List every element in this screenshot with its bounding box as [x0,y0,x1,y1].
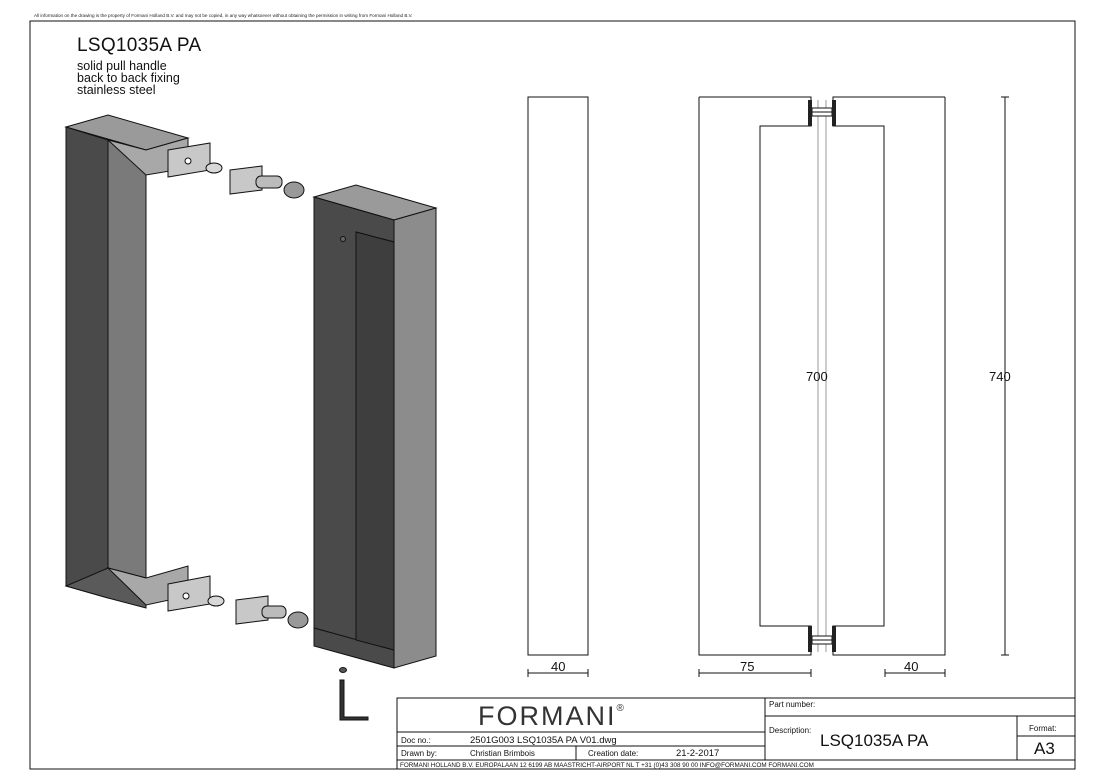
right-bar-side-face [393,207,437,669]
dim-overall-length: 740 [989,369,1011,384]
product-line-2: back to back fixing [77,71,180,85]
top-bolt [255,175,283,189]
left-bar-front-face [65,126,109,599]
bottom-plate-right [235,595,269,625]
left-bar-inner-face [107,139,147,579]
dim-front-overall-width: 75 [740,659,755,674]
top-plate-right [229,165,263,195]
doc-no-label: Doc no.: [401,736,431,745]
part-number-label: Part number: [769,700,816,709]
product-line-1: solid pull handle [77,59,167,73]
bottom-spacer [207,595,225,607]
bottom-nut [287,611,309,629]
bottom-bolt [261,605,287,619]
right-bar-screw-top [340,236,346,242]
drawn-by-value: Christian Brimbois [470,749,535,758]
doc-no-value: 2501G003 LSQ1035A PA V01.dwg [470,735,617,746]
top-spacer [205,162,223,174]
front-fixing-bottom-plate-r [832,626,836,652]
creation-date-value: 21-2-2017 [676,748,720,759]
front-view [698,96,1009,677]
description-label: Description: [769,726,812,735]
dim-inner-length: 700 [806,369,828,384]
allen-key [339,679,369,721]
format-label: Format: [1029,724,1057,733]
product-title: LSQ1035A PA [77,35,202,56]
front-fixing-bottom-plate-l [808,626,812,652]
format-value: A3 [1034,739,1055,758]
logo-text: FORMANI [478,701,617,731]
bottom-plate-left-hole [182,592,190,600]
allen-key-screw [339,667,347,673]
company-footer: FORMANI HOLLAND B.V. EUROPALAAN 12 6199 … [400,762,814,769]
front-right-bar [832,96,946,656]
dim-side-width: 40 [551,659,566,674]
disclaimer-text: All information on the drawing is the pr… [34,13,413,18]
side-view-bar [527,96,589,656]
isometric-handle-view [64,114,438,721]
side-view [527,96,589,677]
right-bar-inner-face [355,231,395,651]
front-left-bar [698,96,812,656]
top-nut [283,181,305,199]
title-block-frame [396,697,1076,770]
front-fixing-top-plate-l [808,100,812,126]
formani-logo: FORMANI® [478,701,626,732]
logo-registered-mark: ® [616,703,626,714]
drawn-by-label: Drawn by: [401,749,438,758]
top-plate-left-hole [184,157,192,165]
creation-date-label: Creation date: [588,749,639,758]
product-line-3: stainless steel [77,83,156,97]
dim-front-bar-width: 40 [904,659,919,674]
front-fixing-top-plate-r [832,100,836,126]
description-value: LSQ1035A PA [820,731,929,750]
